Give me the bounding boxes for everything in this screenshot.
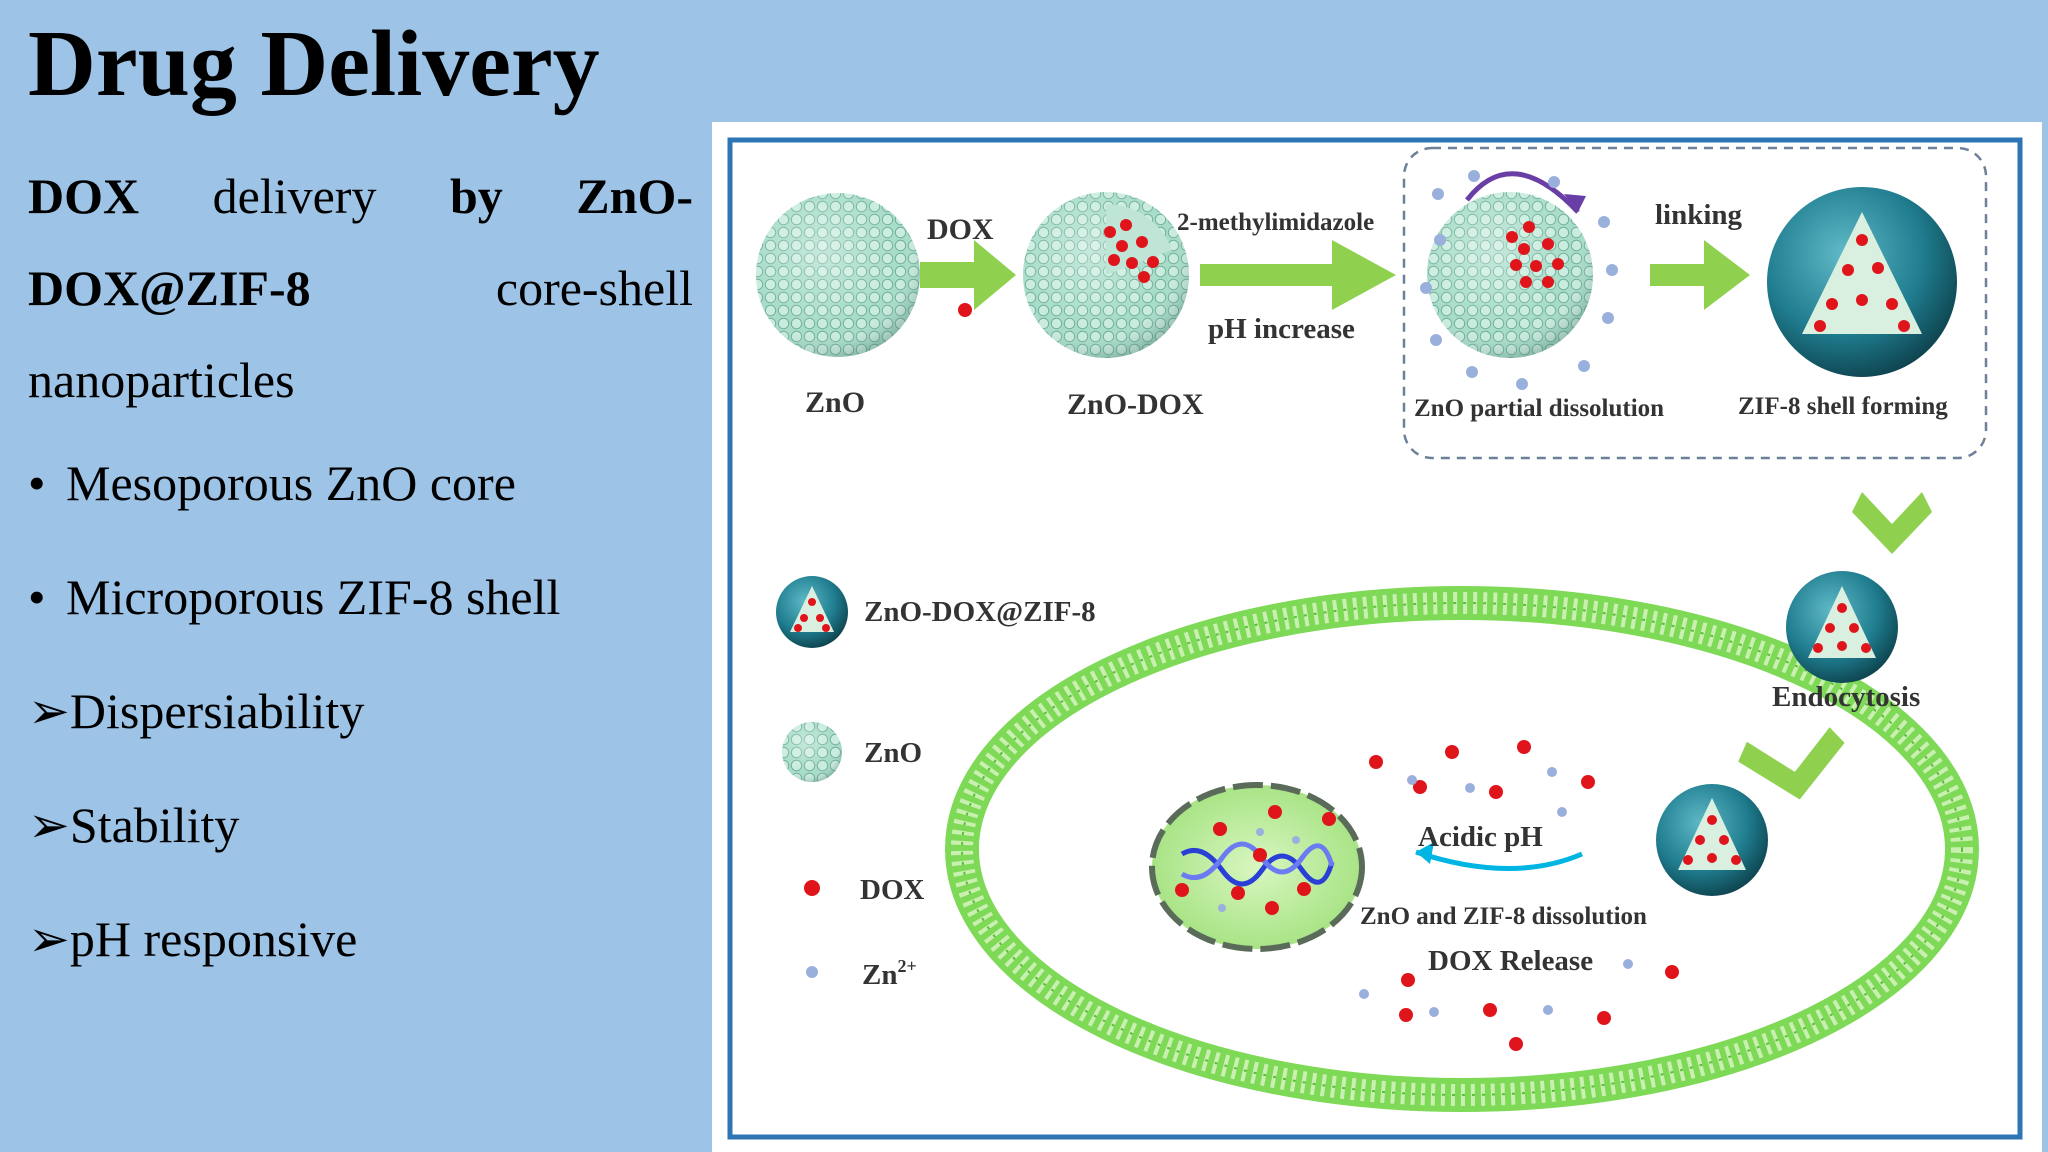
intro-paragraph: DOX delivery by ZnO-DOX@ZIF-8 core-shell… xyxy=(28,150,693,426)
rotation-arrowhead-icon xyxy=(1564,194,1586,212)
intro-carrier: by ZnO-DOX@ZIF-8 xyxy=(28,168,693,316)
legend-zno-label: ZnO xyxy=(864,737,922,769)
legend-zno-icon xyxy=(782,722,842,782)
feature-text: Dispersiability xyxy=(69,683,365,739)
legend-dox-label: DOX xyxy=(860,874,925,906)
legend-composite-label: ZnO-DOX@ZIF-8 xyxy=(864,596,1096,628)
nucleus-icon xyxy=(1149,782,1365,952)
legend-composite-icon xyxy=(776,576,848,648)
release-arrowhead-icon xyxy=(1416,842,1434,864)
intro-dox: DOX xyxy=(28,168,140,224)
bullet-item: • Mesoporous ZnO core xyxy=(28,426,693,540)
label-ph-increase: pH increase xyxy=(1208,313,1355,345)
figure-border xyxy=(727,137,2023,1140)
label-methylimidazole: 2-methylimidazole xyxy=(1177,209,1374,236)
legend-zn-ion-charge: 2+ xyxy=(897,956,916,976)
label-dox-step: DOX xyxy=(927,213,994,246)
property-list: • Mesoporous ZnO core • Microporous ZIF-8 … xyxy=(28,426,693,996)
figure-canvas: ZnO DOX ZnO-DOX 2-methylimidazole pH inc… xyxy=(727,137,2023,1140)
release-arrow-icon xyxy=(1415,849,1583,871)
arrow-bullet-icon: ➢ xyxy=(28,797,70,853)
feature-text: pH responsive xyxy=(69,911,358,967)
legend-zn-ion-label: Zn2+ xyxy=(862,956,917,991)
intro-delivery: delivery xyxy=(139,168,450,224)
feature-item: ➢Stability xyxy=(28,768,693,882)
released-zn-ions-cluster xyxy=(1359,767,1633,1017)
zno-sphere-icon xyxy=(756,193,920,357)
label-linking: linking xyxy=(1655,199,1743,231)
legend-dox-icon xyxy=(804,880,820,896)
label-partial-dissolution: ZnO partial dissolution xyxy=(1414,395,1664,422)
label-acidic-ph: Acidic pH xyxy=(1418,821,1543,853)
legend-zn-ion-base: Zn xyxy=(862,959,897,991)
feature-text: Stability xyxy=(69,797,240,853)
rotation-arrow-icon xyxy=(1465,171,1580,214)
arrow-icon xyxy=(920,240,1016,310)
chevron-down-icon xyxy=(1852,492,1932,554)
dox-molecule-icon xyxy=(958,303,972,317)
label-shell-forming: ZIF-8 shell forming xyxy=(1738,393,1948,420)
label-dissolution: ZnO and ZIF-8 dissolution xyxy=(1360,903,1647,930)
arrow-bullet-icon: ➢ xyxy=(28,911,70,967)
legend-zn-ion-icon xyxy=(806,966,818,978)
legend: ZnO-DOX@ZIF-8 ZnO DOX Zn2+ xyxy=(776,576,1096,991)
arrow-icon xyxy=(1650,240,1750,310)
slide-title: Drug Delivery xyxy=(28,12,600,116)
label-zno-dox: ZnO-DOX xyxy=(1067,388,1204,421)
zif8-shell-sphere-icon xyxy=(1767,187,1957,377)
internalized-particle-icon xyxy=(1656,784,1768,896)
bullet-text: Microporous ZIF-8 shell xyxy=(66,569,561,625)
feature-item: ➢pH responsive xyxy=(28,882,693,996)
bullet-text: Mesoporous ZnO core xyxy=(66,455,516,511)
chevron-down-icon xyxy=(1738,727,1845,800)
label-zno: ZnO xyxy=(805,386,865,419)
bullet-item: • Microporous ZIF-8 shell xyxy=(28,540,693,654)
label-endocytosis: Endocytosis xyxy=(1772,681,1920,713)
cell-membrane xyxy=(945,586,1979,1112)
bullet-dot-icon: • xyxy=(28,455,46,511)
drug-delivery-figure: ZnO DOX ZnO-DOX 2-methylimidazole pH inc… xyxy=(712,122,2042,1152)
zn-ions-cluster xyxy=(1420,170,1618,390)
released-dox-cluster xyxy=(1369,740,1679,1051)
arrow-icon xyxy=(1200,240,1396,310)
arrow-bullet-icon: ➢ xyxy=(28,683,70,739)
bullet-dot-icon: • xyxy=(28,569,46,625)
endocytosis-particle-icon xyxy=(1786,571,1898,683)
feature-item: ➢Dispersiability xyxy=(28,654,693,768)
label-dox-release: DOX Release xyxy=(1428,945,1593,977)
dashed-process-box xyxy=(1402,146,1988,460)
text-panel: DOX delivery by ZnO-DOX@ZIF-8 core-shell… xyxy=(28,150,693,996)
intro-core-shell: core-shell nanoparticles xyxy=(28,260,693,408)
partial-dissolution-sphere-icon xyxy=(1427,192,1593,358)
zno-dox-sphere-icon xyxy=(1023,192,1189,358)
